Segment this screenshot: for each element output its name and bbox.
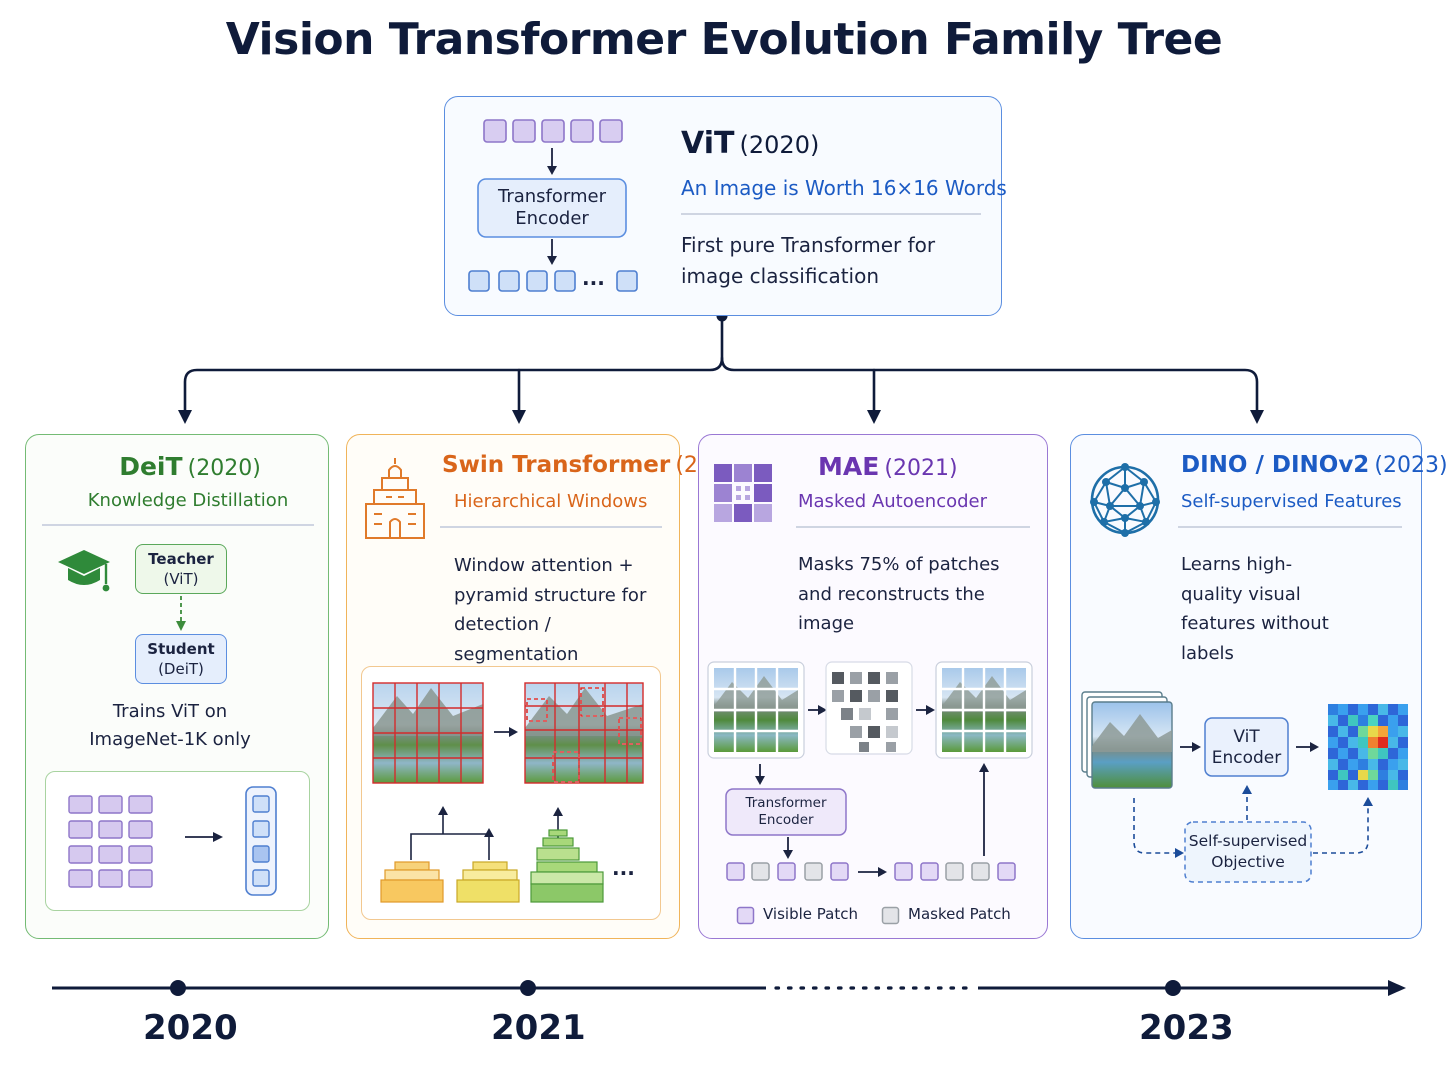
dino-description: Learns high-quality visual features with…	[1181, 554, 1329, 664]
timeline-year-2023: 2023	[1139, 1008, 1234, 1048]
swin-stage-ellipsis: ...	[612, 856, 635, 880]
deit-divider	[42, 524, 314, 526]
dino-title: DINO / DINOv2 (2023)	[1181, 452, 1448, 478]
masked-grid-icon	[714, 464, 772, 522]
timeline-dot-2021	[520, 980, 536, 996]
distill-arrow	[176, 596, 186, 631]
mae-subtitle: Masked Autoencoder	[798, 491, 988, 512]
vit-diagram	[468, 119, 638, 292]
vit-token-ellipsis: ...	[582, 266, 605, 290]
castle-icon	[365, 458, 425, 539]
teacher-box: Teacher(ViT)	[135, 544, 227, 594]
network-sphere-icon	[1090, 463, 1160, 537]
connector-dino	[720, 356, 1259, 416]
timeline	[52, 980, 1406, 996]
timeline-year-2020: 2020	[143, 1008, 238, 1048]
dino-diagram	[1081, 691, 1408, 883]
vit-description: First pure Transformer for image classif…	[681, 233, 936, 288]
vit-divider	[681, 213, 981, 215]
vit-title: ViT (2020)	[681, 126, 820, 161]
mae-description: Masks 75% of patches and reconstructs th…	[798, 554, 1000, 634]
swin-divider	[440, 526, 662, 528]
mae-title: MAE (2021)	[818, 452, 958, 481]
graduation-cap-icon	[58, 550, 110, 592]
swin-description: Window attention + pyramid structure for…	[454, 555, 647, 665]
legend-masked-patch: Masked Patch	[908, 905, 1011, 923]
mae-divider	[796, 526, 1030, 528]
swin-diagram	[372, 682, 644, 903]
visible-patch-swatch	[736, 906, 755, 925]
masked-patch-swatch	[881, 906, 900, 925]
vit-subtitle: An Image is Worth 16×16 Words	[681, 176, 1007, 200]
timeline-dot-2020	[170, 980, 186, 996]
dino-divider	[1178, 526, 1402, 528]
dino-subtitle: Self-supervised Features	[1181, 491, 1402, 512]
student-box: Student(DeiT)	[135, 634, 227, 684]
deit-title: DeiT (2020)	[119, 452, 261, 481]
mae-diagram	[707, 661, 1033, 881]
deit-patch-diagram	[68, 786, 277, 896]
timeline-year-2021: 2021	[491, 1008, 586, 1048]
connector-deit	[183, 314, 724, 416]
swin-subtitle: Hierarchical Windows	[454, 491, 648, 512]
page-title: Vision Transformer Evolution Family Tree	[225, 14, 1223, 65]
timeline-dot-2023	[1165, 980, 1181, 996]
legend-visible-patch: Visible Patch	[763, 905, 858, 923]
deit-subtitle: Knowledge Distillation	[87, 490, 289, 511]
